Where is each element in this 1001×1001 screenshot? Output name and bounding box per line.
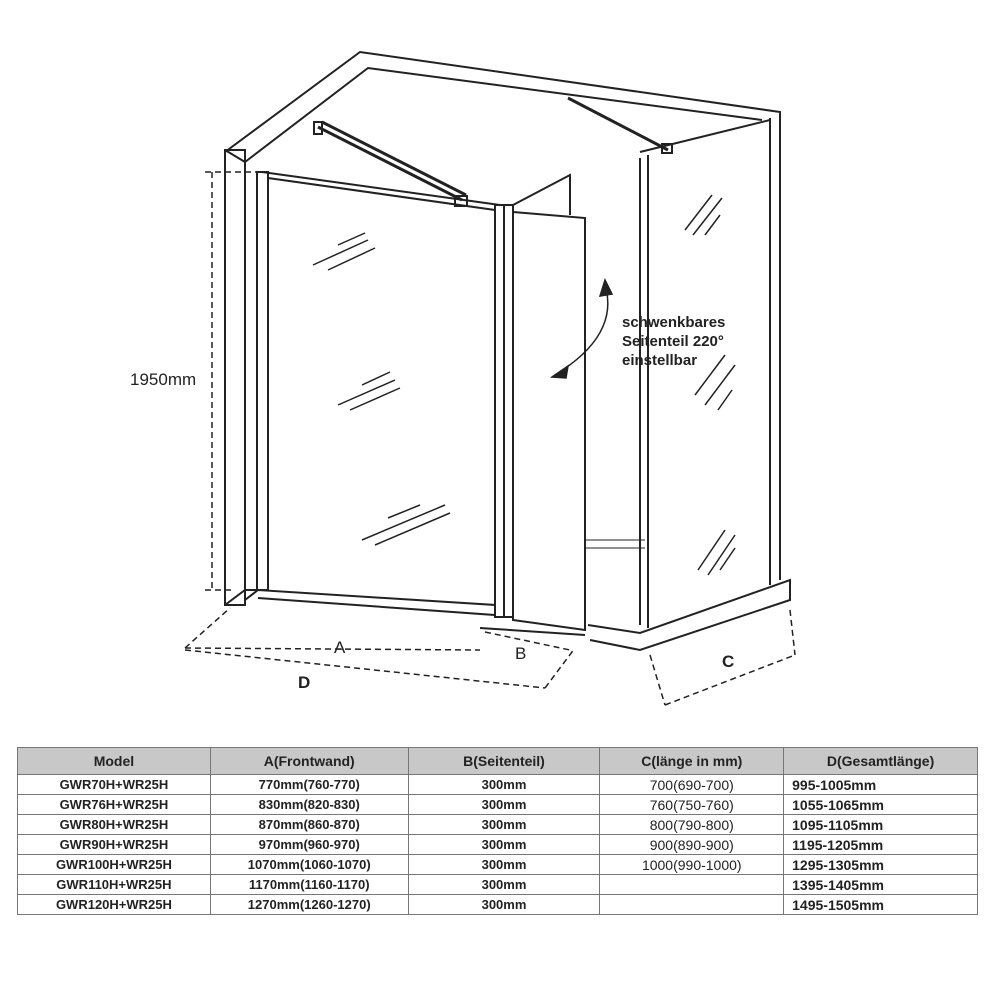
shower-enclosure-drawing [184, 50, 796, 706]
header-d: D(Gesamtlänge) [783, 747, 978, 775]
header-c: C(länge in mm) [599, 747, 785, 775]
cell-c: 900(890-900) [599, 834, 785, 855]
cell-b: 300mm [407, 794, 601, 815]
dimension-d-label: D [298, 673, 311, 692]
cell-a: 770mm(760-770) [209, 774, 409, 795]
cell-c [599, 874, 785, 895]
cell-a: 970mm(960-970) [209, 834, 409, 855]
cell-b: 300mm [407, 854, 601, 875]
cell-d: 1495-1505mm [783, 894, 978, 915]
note-line-3: einstellbar [622, 352, 698, 369]
cell-a: 830mm(820-830) [209, 794, 409, 815]
cell-model: GWR76H+WR25H [17, 794, 211, 815]
cell-d: 995-1005mm [783, 774, 978, 795]
note-line-1: schwenkbares [622, 314, 726, 331]
table-header-row: Model A(Frontwand) B(Seitenteil) C(länge… [17, 747, 978, 775]
header-model: Model [17, 747, 211, 775]
cell-d: 1055-1065mm [783, 794, 978, 815]
front-panel [244, 171, 501, 617]
dimension-b-label: B [515, 644, 527, 663]
glass-reflections [312, 194, 736, 576]
cell-c: 800(790-800) [599, 814, 785, 835]
cell-b: 300mm [407, 834, 601, 855]
cell-model: GWR120H+WR25H [17, 894, 211, 915]
header-b: B(Seitenteil) [407, 747, 601, 775]
cell-d: 1295-1305mm [783, 854, 978, 875]
cell-d: 1095-1105mm [783, 814, 978, 835]
stabilizer-bars [313, 96, 673, 207]
cell-b: 300mm [407, 874, 601, 895]
cell-model: GWR70H+WR25H [17, 774, 211, 795]
note-line-2: Seitenteil 220° [622, 333, 724, 350]
height-dimension-label: 1950mm [130, 370, 197, 389]
cell-d: 1195-1205mm [783, 834, 978, 855]
cell-a: 1270mm(1260-1270) [209, 894, 409, 915]
back-glass [585, 155, 791, 652]
dimension-c-label: C [722, 652, 735, 671]
swing-panel [479, 173, 586, 636]
dimension-lines [184, 171, 796, 706]
cell-c: 760(750-760) [599, 794, 785, 815]
cell-c: 1000(990-1000) [599, 854, 785, 875]
cell-a: 1070mm(1060-1070) [209, 854, 409, 875]
cell-b: 300mm [407, 894, 601, 915]
cell-model: GWR110H+WR25H [17, 874, 211, 895]
cell-a: 870mm(860-870) [209, 814, 409, 835]
cell-d: 1395-1405mm [783, 874, 978, 895]
cell-model: GWR80H+WR25H [17, 814, 211, 835]
dimension-a-label: A [334, 638, 346, 657]
cell-c [599, 894, 785, 915]
cell-b: 300mm [407, 814, 601, 835]
cell-c: 700(690-700) [599, 774, 785, 795]
side-profile [494, 204, 514, 618]
header-a: A(Frontwand) [209, 747, 409, 775]
cell-model: GWR90H+WR25H [17, 834, 211, 855]
cell-a: 1170mm(1160-1170) [209, 874, 409, 895]
swing-arrow [549, 278, 614, 379]
swing-panel-note: schwenkbares Seitenteil 220° einstellbar [622, 313, 725, 370]
cell-model: GWR100H+WR25H [17, 854, 211, 875]
size-table: Model A(Frontwand) B(Seitenteil) C(länge… [17, 747, 978, 915]
cell-b: 300mm [407, 774, 601, 795]
